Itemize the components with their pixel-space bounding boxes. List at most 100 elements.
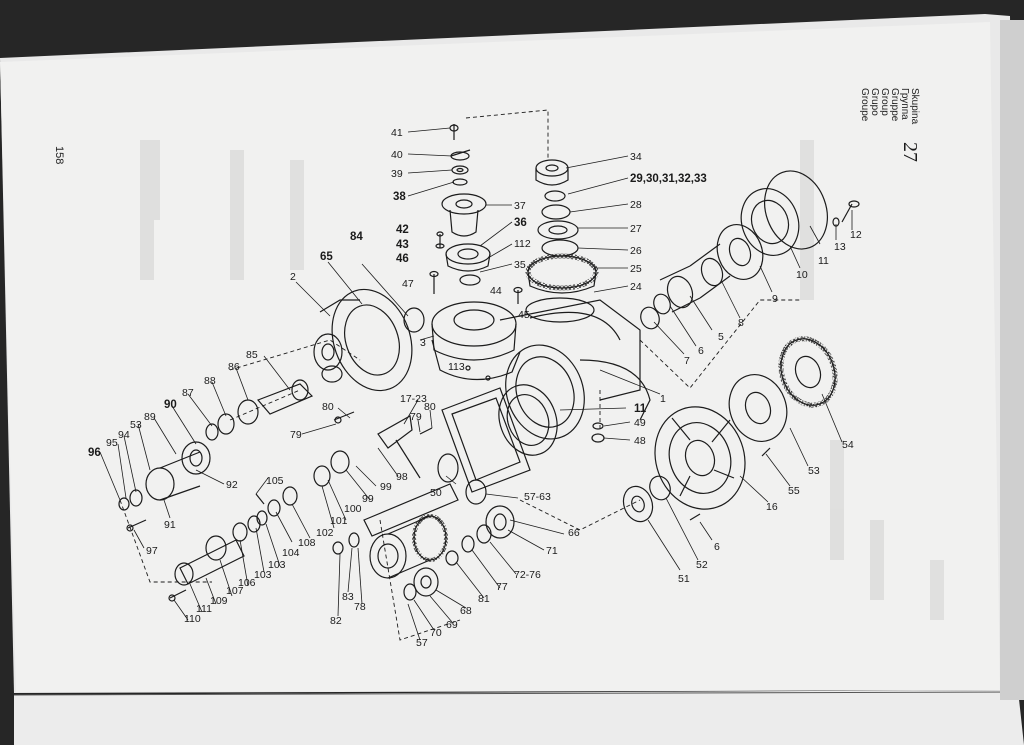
- callout-111: 111: [196, 603, 212, 615]
- pto-flange: [622, 336, 838, 523]
- callout-24: 24: [630, 281, 642, 293]
- group-word-3: Gruppe: [889, 88, 900, 122]
- group-number: 27: [899, 142, 921, 162]
- callout-81: 81: [478, 593, 490, 605]
- callout-65: 65: [320, 251, 333, 263]
- callout-57-63: 57-63: [524, 491, 551, 503]
- page-paper: [0, 22, 1000, 692]
- callout-13: 13: [834, 241, 846, 253]
- callout-39: 39: [391, 168, 403, 180]
- callout-102: 102: [316, 527, 334, 539]
- callout-100: 100: [344, 503, 362, 515]
- group-word-1: Skupina: [909, 88, 920, 125]
- callout-80-a: 80: [322, 401, 334, 413]
- callout-91: 91: [164, 519, 176, 531]
- callout-113: 113: [448, 361, 465, 373]
- callout-28: 28: [630, 199, 642, 211]
- bevel-gear-stack: [525, 159, 599, 323]
- callout-78: 78: [354, 601, 366, 613]
- callout-92: 92: [226, 479, 238, 491]
- callout-50: 50: [430, 487, 442, 499]
- group-word-2: Группа: [899, 88, 910, 120]
- callout-66: 66: [568, 527, 580, 539]
- countershaft-assembly: [255, 415, 459, 537]
- callout-53-right: 53: [808, 465, 820, 477]
- callout-85: 85: [246, 349, 258, 361]
- parts: [118, 109, 860, 641]
- callout-40: 40: [391, 149, 403, 161]
- callout-25: 25: [630, 263, 642, 275]
- callout-6: 6: [698, 345, 704, 357]
- callout-36: 36: [514, 217, 527, 229]
- callout-45: 45: [518, 309, 530, 321]
- leader-lines: [99, 127, 853, 641]
- callout-71: 71: [546, 545, 558, 557]
- bleed-through-text: [140, 140, 944, 620]
- callout-5: 5: [718, 331, 724, 343]
- callout-77: 77: [496, 581, 508, 593]
- callout-101: 101: [330, 515, 348, 527]
- main-shaft-gears: [332, 479, 515, 601]
- callout-42: 42: [396, 224, 409, 236]
- callout-72-76: 72-76: [514, 569, 541, 581]
- callout-1: 1: [660, 393, 666, 405]
- callout-46: 46: [396, 253, 409, 265]
- callout-57: 57: [416, 637, 428, 649]
- callout-103-b: 103: [254, 569, 272, 581]
- group-word-6: Groupe: [859, 88, 870, 122]
- callout-27: 27: [630, 223, 642, 235]
- callout-11-top: 11: [818, 255, 829, 267]
- callout-84: 84: [350, 231, 363, 243]
- callout-7: 7: [684, 355, 690, 367]
- callout-47: 47: [402, 278, 414, 290]
- callout-51: 51: [678, 573, 690, 585]
- callout-29-33: 29,30,31,32,33: [630, 173, 707, 185]
- group-word-4: Group: [879, 88, 890, 116]
- callout-68: 68: [460, 605, 472, 617]
- callout-94: 94: [118, 429, 130, 441]
- callout-70: 70: [430, 627, 442, 639]
- callout-54: 54: [842, 439, 854, 451]
- callout-89: 89: [144, 411, 156, 423]
- callout-110: 110: [184, 613, 201, 625]
- callout-3: 3: [420, 337, 426, 349]
- callout-44: 44: [490, 285, 502, 297]
- reverse-shaft-assembly: [168, 510, 268, 602]
- callout-83: 83: [342, 591, 354, 603]
- callout-79-b: 79: [410, 411, 422, 423]
- callout-17-23: 17-23: [400, 393, 427, 405]
- callout-103-a: 103: [268, 559, 286, 571]
- page-number: 158: [53, 146, 65, 164]
- callout-90: 90: [164, 399, 177, 411]
- callout-82: 82: [330, 615, 342, 627]
- callout-87: 87: [182, 387, 194, 399]
- callout-86: 86: [228, 361, 240, 373]
- binding-shadow: [1000, 20, 1024, 700]
- callout-112: 112: [514, 238, 531, 250]
- callout-49: 49: [634, 417, 646, 429]
- group-word-5: Grupo: [869, 88, 880, 116]
- callout-53-left: 53: [130, 419, 142, 431]
- callout-55: 55: [788, 485, 800, 497]
- callout-97: 97: [146, 545, 158, 557]
- callout-98: 98: [396, 471, 408, 483]
- callout-109: 109: [210, 595, 228, 607]
- callout-labels: 41 40 39 38 42 43 46 47 37 36 112 35 44 …: [88, 127, 862, 649]
- next-page-edge: [14, 690, 1024, 745]
- input-shaft-assembly: [118, 379, 355, 532]
- callout-107: 107: [226, 585, 244, 597]
- callout-41: 41: [391, 127, 403, 139]
- callout-96: 96: [88, 447, 101, 459]
- callout-12: 12: [850, 229, 862, 241]
- callout-99-b: 99: [362, 493, 374, 505]
- output-shaft: [640, 170, 860, 330]
- callout-9: 9: [772, 293, 778, 305]
- group-header: Skupina Группа Gruppe Group Grupo Groupe: [859, 88, 920, 125]
- callout-34: 34: [630, 151, 642, 163]
- gaskets: [441, 384, 605, 493]
- callout-80-b: 80: [424, 401, 436, 413]
- callout-52: 52: [696, 559, 708, 571]
- callout-106: 106: [238, 577, 256, 589]
- callout-69: 69: [446, 619, 458, 631]
